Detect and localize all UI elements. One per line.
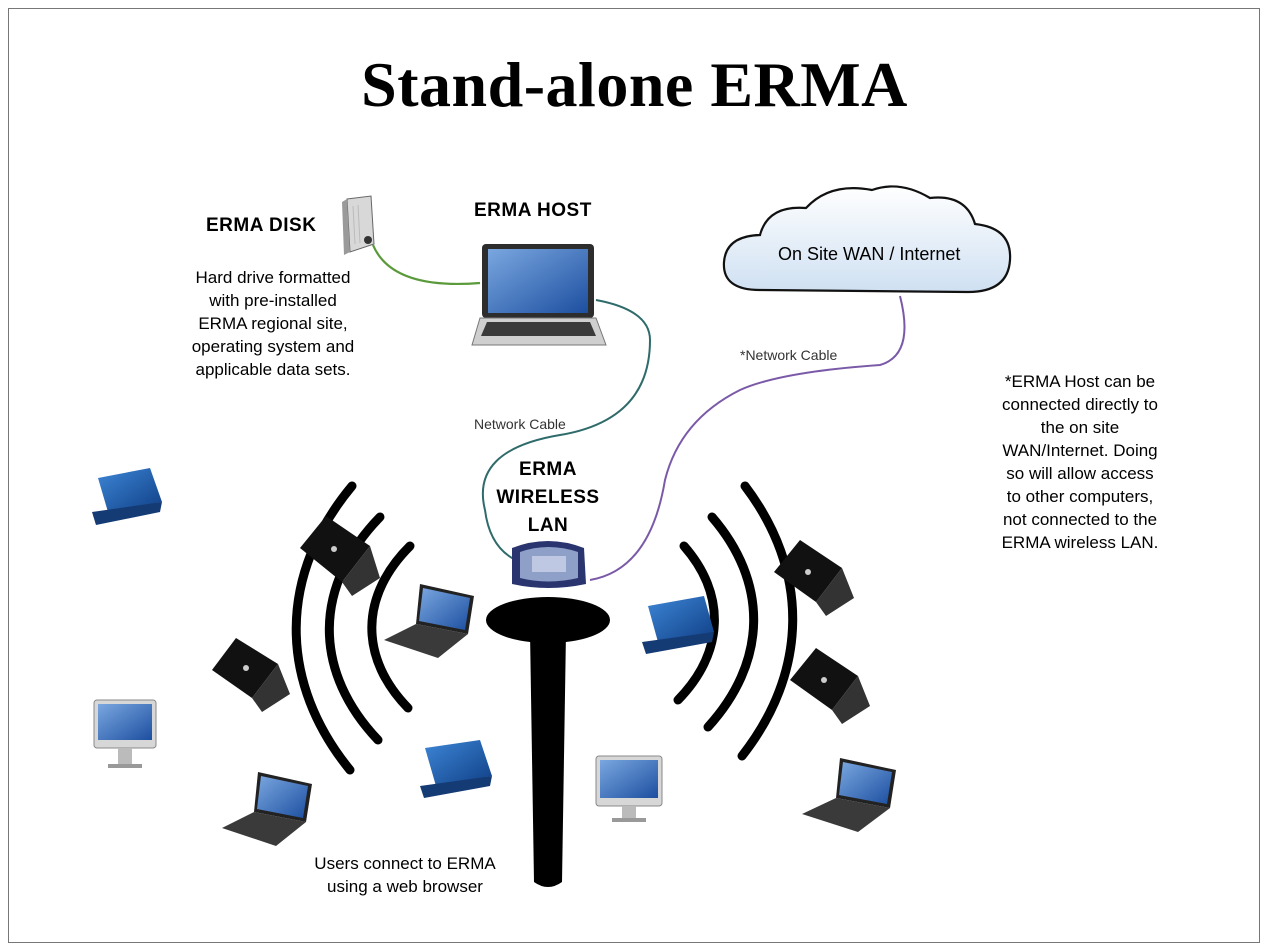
wireless-lan-label: ERMA WIRELESS LAN [496, 459, 600, 536]
slide-title: Stand-alone ERMA [361, 49, 908, 120]
erma-disk-label: ERMA DISK [206, 215, 317, 236]
wireless-router-icon [512, 541, 586, 588]
wireless-waves-right [673, 481, 798, 761]
client-laptop-win-2 [222, 772, 312, 846]
users-note: Users connect to ERMA using a web browse… [314, 854, 496, 896]
client-laptop-win-3 [802, 758, 896, 832]
client-laptop-blue-3 [642, 596, 714, 654]
antenna-tower-icon [486, 597, 610, 887]
host-note: *ERMA Host can be connected directly to … [1001, 372, 1159, 552]
hard-drive-icon [342, 195, 375, 255]
client-laptop-blue-1 [92, 468, 162, 525]
client-laptop-blue-2 [420, 740, 492, 798]
client-laptop-black-3 [774, 540, 854, 616]
host-cable-label: Network Cable [474, 416, 566, 432]
client-laptop-black-2 [212, 638, 290, 712]
wan-cable-label: *Network Cable [740, 347, 838, 363]
erma-host-label: ERMA HOST [474, 200, 592, 221]
client-laptop-black-4 [790, 648, 870, 724]
client-laptop-black-1 [300, 516, 380, 596]
client-imac-2 [595, 755, 663, 822]
disk-cable [371, 244, 481, 285]
client-imac-1 [93, 699, 157, 768]
wan-cable [589, 295, 906, 581]
host-laptop-icon [471, 244, 607, 346]
cloud-label: On Site WAN / Internet [778, 244, 961, 264]
disk-description: Hard drive formatted with pre-installed … [191, 268, 355, 379]
client-laptop-win-1 [384, 584, 474, 658]
cloud-icon [722, 185, 1012, 294]
host-cable [481, 299, 652, 563]
wireless-waves-left [291, 481, 415, 775]
